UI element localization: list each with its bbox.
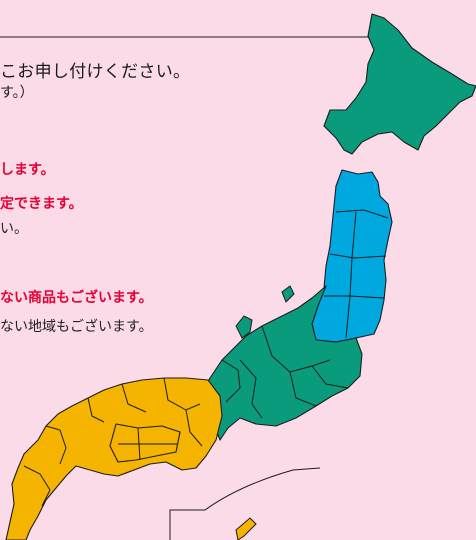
island-yellow-fragment[interactable] <box>235 517 257 540</box>
kanto-border-3 <box>289 371 317 407</box>
kyushu-border-2 <box>23 465 51 507</box>
tohoku-border-3 <box>345 211 357 339</box>
chugoku-border-1 <box>87 397 105 423</box>
kansai-border-2 <box>185 409 203 447</box>
note-red-3: ない商品もございます。 <box>0 290 153 306</box>
inset-frame-line <box>169 467 321 540</box>
note-dark-2: ない地域もございます。 <box>0 319 153 335</box>
region-west-japan[interactable] <box>5 377 223 540</box>
chugoku-border-2 <box>121 383 147 413</box>
region-kanto-chubu[interactable] <box>201 285 363 441</box>
kanto-border-4 <box>311 365 349 389</box>
tohoku-border-1 <box>335 209 389 219</box>
island-sado[interactable] <box>281 285 295 303</box>
kanto-border-2 <box>239 359 263 419</box>
note-dark-1: い。 <box>0 221 28 237</box>
tohoku-border-2 <box>329 253 387 259</box>
kansai-border-1 <box>163 377 201 411</box>
kanto-border-5 <box>221 359 241 403</box>
note-red-1: します。 <box>0 162 55 178</box>
notice-line-1: こお申し付けください。 <box>0 62 191 82</box>
notice-line-2: す。） <box>0 85 34 101</box>
tohoku-border-4 <box>324 295 385 299</box>
region-shikoku[interactable] <box>109 423 181 463</box>
region-hokkaido[interactable] <box>323 13 476 155</box>
kyushu-border-1 <box>45 425 67 465</box>
peninsula-noto[interactable] <box>235 315 253 339</box>
note-red-2: 定できます。 <box>0 196 83 212</box>
